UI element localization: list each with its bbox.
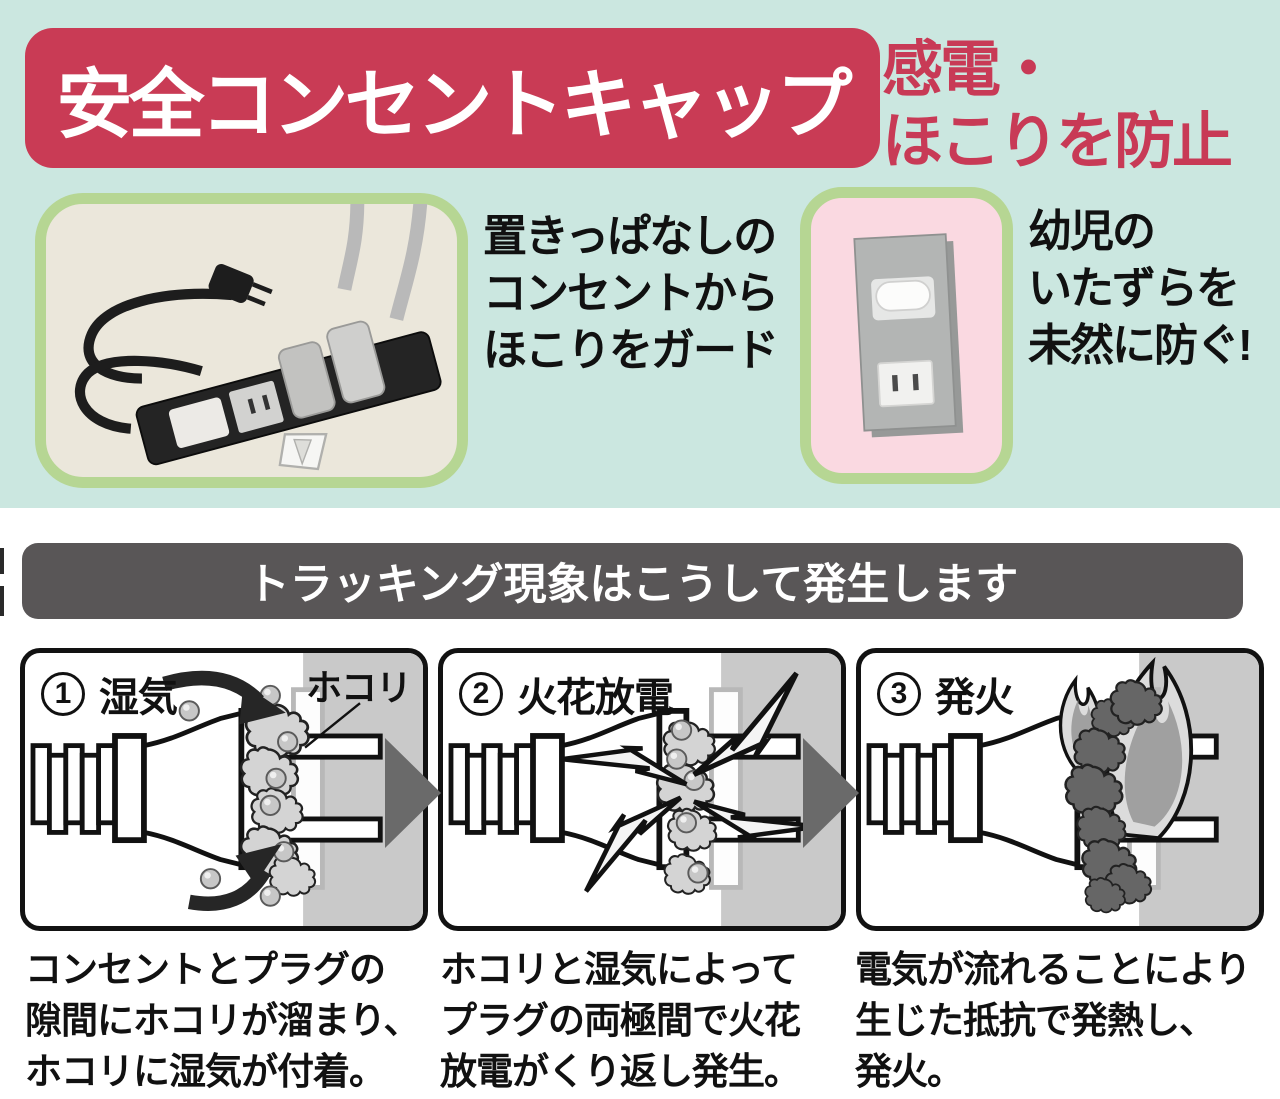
- step3-caption: 電気が流れることにより 生じた抵抗で発熱し、 発火。: [855, 944, 1251, 1097]
- step-arrow-1-2: [385, 738, 441, 848]
- outlet-socket: [877, 359, 935, 408]
- step2-caption: ホコリと湿気によって プラグの両極間で火花 放電がくり返し発生。: [440, 944, 801, 1097]
- plugged-plug-2: [326, 320, 386, 404]
- plugged-plug-1: [277, 341, 336, 419]
- step3-caption-line-2: 生じた抵抗で発熱し、: [855, 1000, 1216, 1042]
- edge-artifact: [0, 586, 4, 616]
- step2-panel: 2 火花放電: [438, 648, 846, 931]
- power-strip-image: [74, 204, 442, 471]
- benefit1-line-3: ほこりをガード: [483, 326, 779, 376]
- step1-label: 湿気: [99, 676, 178, 720]
- safety-cap: [875, 279, 931, 312]
- wall-outlet-image: [853, 233, 964, 438]
- benefit1-line-1: 置きっぱなしの: [483, 212, 777, 261]
- step1-caption-line-1: コンセントとプラグの: [25, 949, 386, 990]
- step1-panel: 1 湿気 ホコリ: [20, 648, 428, 931]
- benefit-text-child: 幼児の いたずらを 未然に防ぐ!: [1028, 203, 1253, 375]
- product-title-banner: 安全コンセントキャップ: [25, 28, 880, 168]
- step3-caption-line-3: 発火。: [855, 1051, 964, 1093]
- outlet-cap: [278, 432, 328, 471]
- dust-leader-line: [304, 702, 361, 749]
- empty-socket: [228, 380, 284, 433]
- step3-illustration: [861, 653, 1259, 926]
- subtitle-line-2: ほこりを防止: [882, 106, 1233, 175]
- step2-caption-line-1: ホコリと湿気によって: [440, 949, 798, 990]
- power-strip-card: [35, 193, 468, 488]
- benefit-text-dust: 置きっぱなしの コンセントから ほこりをガード: [483, 208, 779, 380]
- gray-cord-1: [337, 204, 365, 291]
- step2-label: 火花放電: [517, 676, 674, 720]
- rocker-switch: [168, 397, 230, 448]
- step2-caption-line-2: プラグの両極間で火花: [440, 1000, 801, 1042]
- subtitle-line-1: 感電・: [882, 35, 1059, 103]
- step3-label: 発火: [935, 676, 1014, 720]
- step3-number-badge: 3: [877, 672, 921, 716]
- black-cord: [83, 288, 233, 384]
- step1-illustration: [25, 653, 423, 926]
- benefit2-line-1: 幼児の: [1028, 207, 1156, 256]
- header-subtitle: 感電・ ほこりを防止: [882, 34, 1278, 178]
- step3-panel: 3 発火: [856, 648, 1264, 931]
- benefit2-line-2: いたずらを: [1028, 264, 1240, 314]
- moisture-arrows: [162, 670, 286, 911]
- step2-header: 2 火花放電: [459, 665, 674, 723]
- tracking-banner-text: トラッキング現象はこうして発生します: [246, 561, 1019, 609]
- edge-artifact: [0, 548, 4, 574]
- wall-outlet-card: [800, 187, 1013, 484]
- tracking-banner: トラッキング現象はこうして発生します: [22, 543, 1243, 619]
- unplugged-plug: [208, 264, 273, 307]
- benefit1-line-2: コンセントから: [483, 269, 779, 319]
- step1-header: 1 湿気: [41, 665, 178, 723]
- product-title: 安全コンセントキャップ: [56, 63, 853, 148]
- step3-header: 3 発火: [877, 665, 1014, 723]
- dust-annotation: ホコリ: [305, 667, 412, 708]
- step1-caption: コンセントとプラグの 隙間にホコリが溜まり、 ホコリに湿気が付着。: [25, 944, 421, 1097]
- benefit2-line-3: 未然に防ぐ!: [1028, 321, 1253, 371]
- power-strip: [135, 320, 442, 466]
- step1-caption-line-2: 隙間にホコリが溜まり、: [25, 1000, 421, 1042]
- step1-caption-line-3: ホコリに湿気が付着。: [25, 1051, 386, 1093]
- gray-cord-2: [389, 204, 428, 321]
- step2-caption-line-3: 放電がくり返し発生。: [440, 1051, 801, 1093]
- step-arrow-2-3: [803, 738, 859, 848]
- step3-caption-line-1: 電気が流れることにより: [855, 949, 1251, 990]
- black-cord-loop: [74, 355, 203, 434]
- top-section: 安全コンセントキャップ 感電・ ほこりを防止: [0, 0, 1280, 508]
- step2-number-badge: 2: [459, 672, 503, 716]
- step1-number-badge: 1: [41, 672, 85, 716]
